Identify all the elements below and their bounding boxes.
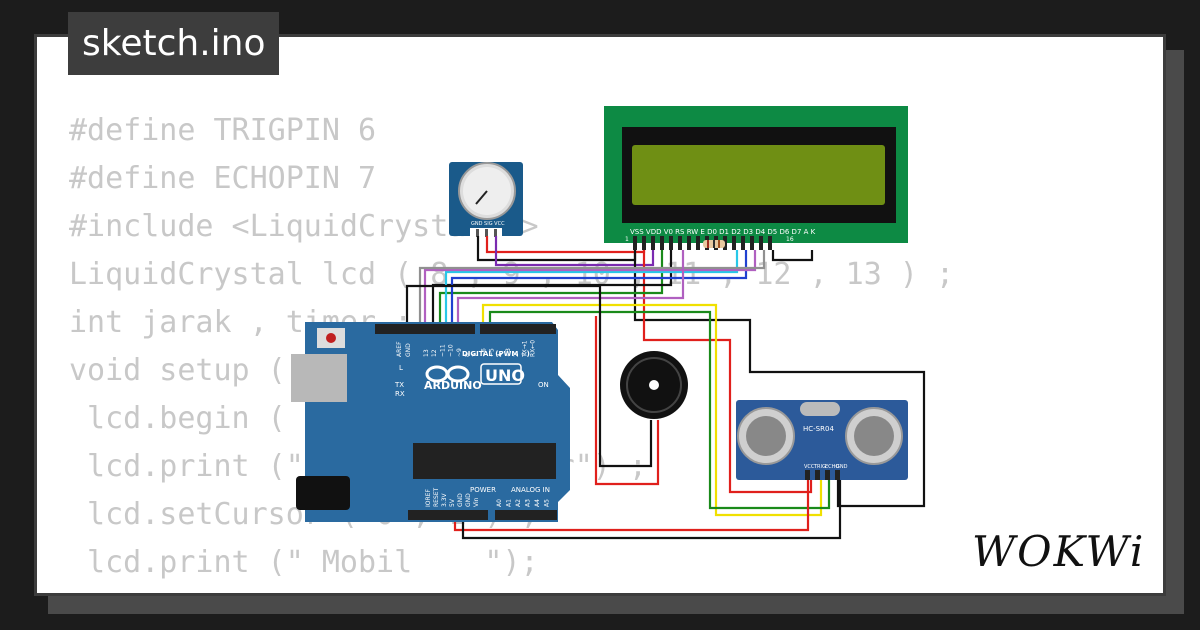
sensor-pin-echo: ECHO (825, 464, 839, 470)
on-label: ON (538, 381, 549, 389)
arduino-uno[interactable]: DIGITAL (PWM ~) ARDUINO UNO ON L TX RX P… (291, 322, 570, 522)
wokwi-logo: WOKWi (972, 527, 1146, 576)
digital-pin-label: 4 (497, 353, 504, 357)
analog-pin-label: A5 (544, 499, 551, 507)
analog-label: ANALOG IN (511, 486, 550, 494)
digital-pin-label: 13 (423, 349, 430, 357)
rx-label: RX (395, 390, 405, 398)
digital-pin-label: ~3 (505, 348, 512, 357)
digital-pin-label: ~5 (489, 348, 496, 357)
power-pin-label: 5V (449, 498, 456, 507)
lcd-pin-labels: VSS VDD V0 RS RW E D0 D1 D2 D3 D4 D5 D6 … (630, 228, 816, 236)
digital-pin-label: TX→1 (521, 340, 528, 358)
power-pin-label: Vin (473, 497, 480, 507)
sensor-model: HC-SR04 (803, 425, 834, 433)
digital-pin-label: ~9 (456, 348, 463, 357)
arduino-infinity-logo (425, 365, 470, 383)
digital-pin-label: 12 (431, 349, 438, 357)
buzzer[interactable] (620, 351, 688, 419)
power-pin-label: GND (465, 493, 472, 507)
digital-pin-label: 7 (472, 353, 479, 357)
analog-pin-label: A4 (534, 499, 541, 507)
power-pin-label: RESET (433, 487, 440, 507)
lcd-display[interactable]: VSS VDD V0 RS RW E D0 D1 D2 D3 D4 D5 D6 … (604, 106, 908, 250)
power-jack (296, 476, 350, 510)
analog-pin-label: A3 (525, 499, 532, 507)
sensor-pin-vcc: VCC (804, 464, 815, 470)
digital-pin-label: ~11 (439, 344, 446, 357)
digital-pin-label: 8 (464, 353, 471, 357)
digital-pin-label: ~6 (480, 348, 487, 357)
sketch-title[interactable]: sketch.ino (68, 12, 280, 75)
ultrasonic-sensor[interactable]: HC-SR04 VCC TRIG ECHO GND (736, 400, 908, 480)
code-line: lcd.print (" Mobil "); (69, 545, 539, 580)
digital-pin-label: 2 (513, 353, 520, 357)
reset-button (326, 333, 336, 343)
digital-pin-label: RX←0 (530, 340, 537, 357)
arduino-model: UNO (485, 366, 525, 385)
analog-pin-label: A1 (506, 499, 513, 507)
l-label: L (399, 364, 403, 372)
lcd-pin-last: 16 (786, 236, 794, 243)
power-label: POWER (470, 486, 496, 494)
sensor-pin-trig: TRIG (813, 464, 826, 470)
tx-label: TX (394, 381, 404, 389)
gnd-label: GND (405, 343, 412, 357)
code-line: #define TRIGPIN 6 (69, 113, 377, 148)
analog-pin-label: A2 (515, 499, 522, 507)
code-line: #define ECHOPIN 7 (69, 161, 377, 196)
potentiometer[interactable]: GND SIG VCC (449, 162, 523, 238)
usb-port (291, 354, 347, 402)
power-pin-label: IOREF (425, 489, 432, 507)
wires (405, 236, 926, 540)
power-pin-label: 3.3V (441, 492, 448, 507)
sensor-pin-gnd: GND (836, 464, 848, 470)
digital-pin-label: ~10 (448, 344, 455, 357)
power-pin-label: GND (457, 493, 464, 507)
analog-pin-label: A0 (496, 499, 503, 507)
resistor[interactable] (703, 240, 725, 248)
aref-label: AREF (396, 341, 403, 357)
lcd-pin-first: 1 (625, 236, 629, 243)
digital-label: DIGITAL (PWM ~) (462, 350, 530, 358)
pot-pin-labels: GND SIG VCC (471, 221, 505, 227)
